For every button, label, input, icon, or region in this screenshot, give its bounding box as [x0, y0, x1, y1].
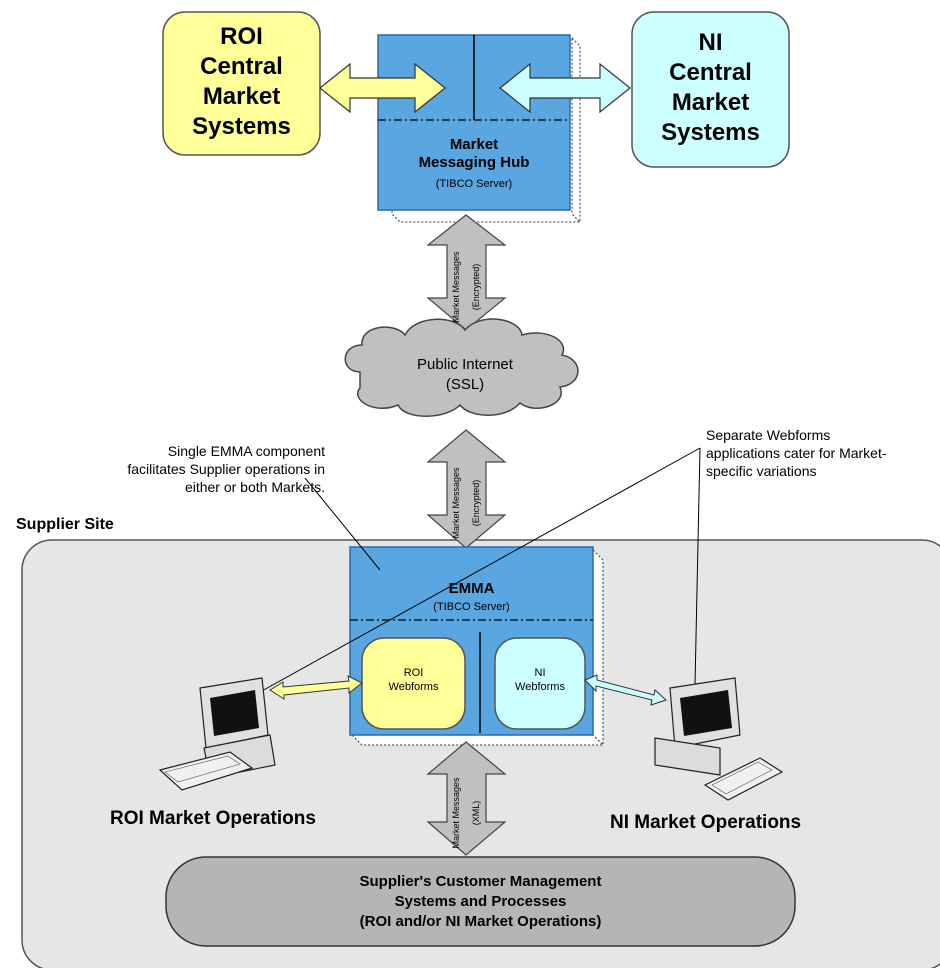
ni-central-title: NI Central Market Systems — [632, 28, 789, 148]
supplier-systems-label: Supplier's Customer Management Systems a… — [166, 872, 795, 932]
hub-shadow — [391, 209, 581, 223]
ni-computer-icon — [654, 677, 784, 801]
hub-ni-arrow — [499, 62, 631, 114]
arrow-bottom-label-line1: Market Messages — [451, 777, 461, 849]
note-single-emma: Single EMMA component facilitates Suppli… — [85, 442, 325, 496]
hub-title-line1: Market — [449, 136, 499, 153]
ni-central-line4: Systems — [661, 119, 760, 146]
note-left-line1: Single EMMA component — [167, 443, 325, 459]
arrow-bottom-label: Market Messages (XML) — [441, 773, 491, 853]
note-left-line3: either or both Markets. — [184, 479, 325, 495]
ni-webforms-line2: Webforms — [515, 681, 565, 693]
roi-central-title: ROI Central Market Systems — [163, 22, 320, 142]
roi-webforms-line1: ROI — [403, 667, 424, 679]
supplier-systems-line2: Systems and Processes — [394, 893, 567, 910]
roi-ops-label: ROI Market Operations — [110, 808, 316, 829]
roi-central-line1: ROI — [220, 23, 263, 50]
cloud-label-line1: Public Internet — [417, 356, 513, 373]
note-separate-webforms: Separate Webforms applications cater for… — [706, 426, 940, 480]
ni-central-box — [631, 11, 790, 168]
roi-central-box — [162, 11, 321, 156]
arrow-bottom-label-line2: (XML) — [471, 800, 481, 826]
cloud-label: Public Internet (SSL) — [380, 355, 550, 395]
ni-webforms-label: NI Webforms — [495, 666, 585, 694]
roi-central-line2: Central — [200, 53, 283, 80]
supplier-systems-line1: Supplier's Customer Management — [359, 873, 602, 890]
roi-central-line3: Market — [202, 83, 281, 110]
supplier-systems-box — [165, 856, 796, 947]
note-right-line3: specific variations — [706, 463, 817, 479]
note-right-line1: Separate Webforms — [706, 427, 831, 443]
arrow-mid-label-line2: (Encrypted) — [471, 479, 481, 527]
emma-title: EMMA — [448, 580, 495, 597]
roi-webforms-label: ROI Webforms — [362, 666, 465, 694]
roi-ops-arrow — [269, 675, 363, 700]
arrow-top-label-line2: (Encrypted) — [471, 263, 481, 311]
ni-ops-arrow — [584, 674, 667, 706]
note-left-line2: facilitates Supplier operations in — [127, 461, 325, 477]
internet-cloud — [344, 318, 579, 417]
cloud-label-line2: (SSL) — [445, 376, 485, 393]
roi-hub-arrow — [319, 62, 446, 114]
ni-central-line3: Market — [671, 89, 750, 116]
ni-ops-label: NI Market Operations — [610, 812, 802, 833]
arrow-mid-label: Market Messages (Encrypted) — [441, 463, 491, 543]
roi-computer-icon — [158, 677, 276, 791]
ni-central-line2: Central — [669, 59, 752, 86]
note-right-line2: applications cater for Market- — [706, 445, 887, 461]
hub-subtitle: (TIBCO Server) — [435, 178, 513, 190]
hub-title-line2: Messaging Hub — [418, 154, 530, 171]
supplier-systems-line3: (ROI and/or NI Market Operations) — [359, 913, 602, 930]
ni-central-line1: NI — [698, 29, 723, 56]
arrow-mid-label-line1: Market Messages — [451, 467, 461, 539]
roi-central-line4: Systems — [192, 113, 291, 140]
emma-subtitle: (TIBCO Server) — [433, 601, 510, 613]
ni-webforms-line1: NI — [534, 667, 546, 679]
arrow-top-label-line1: Market Messages — [451, 251, 461, 323]
roi-webforms-line2: Webforms — [388, 681, 439, 693]
emma-supplier-arrow — [426, 741, 507, 856]
ni-webforms-box — [494, 637, 586, 730]
supplier-site-label: Supplier Site — [16, 516, 114, 533]
arrow-top-label: Market Messages (Encrypted) — [441, 247, 491, 327]
hub-title: Market Messaging Hub — [378, 136, 570, 172]
